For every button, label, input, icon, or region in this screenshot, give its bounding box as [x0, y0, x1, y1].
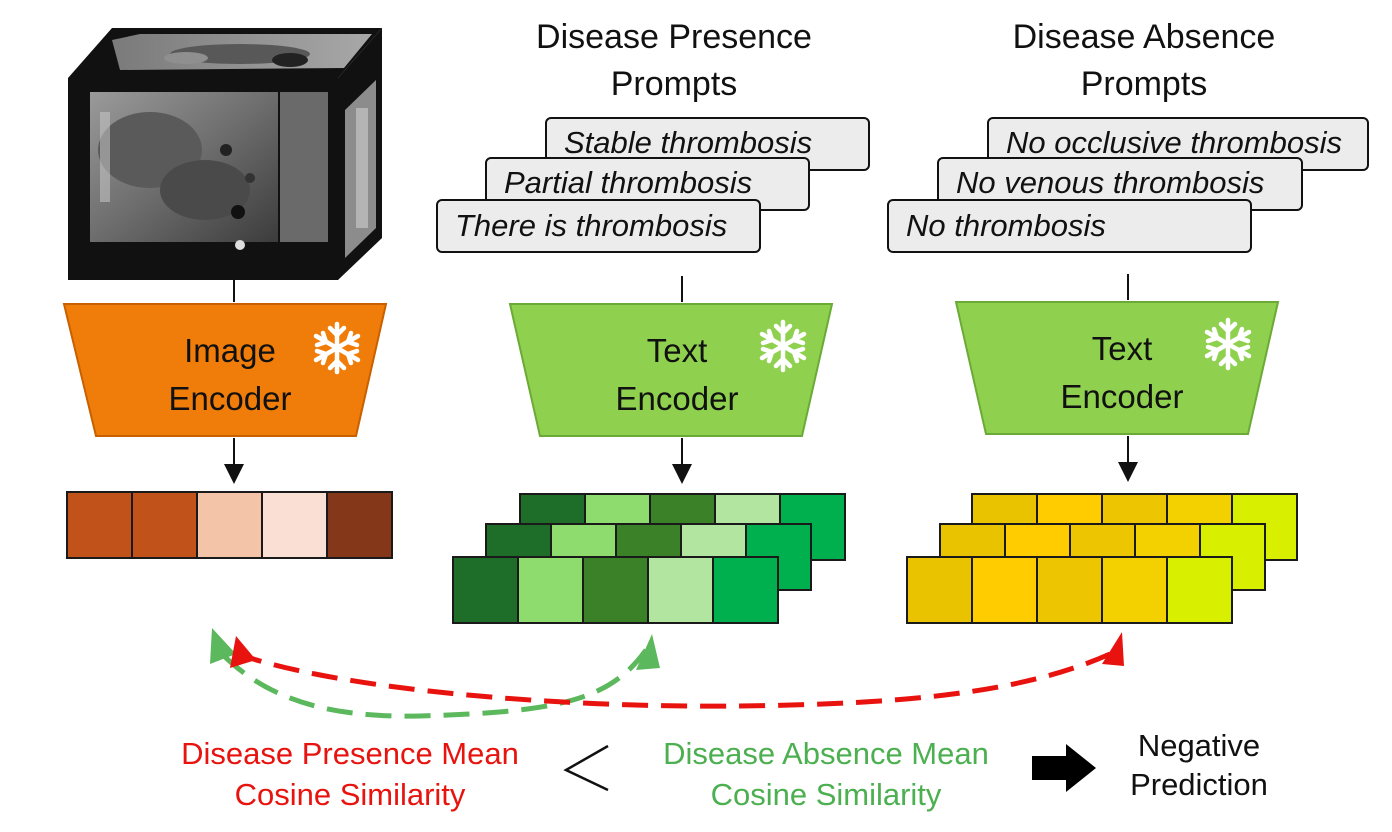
text-encoder-presence-label-line1: Text	[647, 332, 708, 369]
prompt-text: No occlusive thrombosis	[1006, 125, 1342, 160]
prompt-text: There is thrombosis	[455, 208, 727, 243]
image-encoder: Image Encoder	[62, 303, 388, 437]
presence-prompt-stack: Stable thrombosis Partial thrombosis The…	[436, 117, 870, 253]
snowflake-icon	[1204, 317, 1252, 371]
absence-embeddings-stack	[906, 493, 1298, 624]
presence-title-line2: Prompts	[610, 65, 738, 103]
embedding-cell	[196, 491, 263, 559]
absence-similarity-label: Disease Absence Mean Cosine Similarity	[626, 733, 1026, 815]
embedding-cell	[712, 556, 779, 624]
less-than-sign	[563, 744, 609, 792]
embedding-cell	[131, 491, 198, 559]
text-encoder-absence-shape	[954, 301, 1280, 435]
ct-volume-image	[68, 28, 382, 280]
prompt-card: Partial thrombosis	[485, 157, 810, 211]
red-arrowhead-image	[230, 636, 256, 668]
presence-title-line1: Disease Presence	[536, 18, 812, 56]
absence-similarity-arc	[230, 632, 1124, 709]
text-encoder-absence-label-line1: Text	[1092, 330, 1153, 367]
absence-title-line1: Disease Absence	[1012, 18, 1276, 56]
embedding-row	[452, 556, 779, 624]
embedding-cell	[66, 491, 133, 559]
snowflake-icon	[759, 319, 807, 373]
negative-prediction-label: Negative Prediction	[1104, 726, 1294, 804]
result-arrow-icon	[1032, 744, 1096, 792]
embedding-cell	[971, 556, 1038, 624]
green-arrowhead-text	[636, 634, 660, 670]
prompt-text: No venous thrombosis	[956, 165, 1264, 200]
prompt-card: No venous thrombosis	[937, 157, 1303, 211]
text-encoder-presence-label-line2: Encoder	[616, 380, 739, 417]
presence-similarity-arc	[210, 628, 660, 719]
presence-similarity-line1: Disease Presence Mean	[181, 736, 519, 771]
prompt-card: No thrombosis	[887, 199, 1252, 253]
absence-prompt-stack: No occlusive thrombosis No venous thromb…	[887, 117, 1369, 253]
presence-prompts-title: Disease Presence Prompts	[494, 14, 854, 108]
red-arrowhead-text	[1102, 632, 1124, 666]
text-encoder-absence: Text Encoder	[954, 301, 1280, 435]
snowflake-icon	[313, 321, 361, 375]
embedding-row	[66, 491, 393, 559]
result-line1: Negative	[1137, 728, 1261, 763]
absence-similarity-line1: Disease Absence Mean	[663, 736, 989, 771]
embedding-cell	[582, 556, 649, 624]
text-encoder-absence-label-line2: Encoder	[1061, 378, 1184, 415]
embedding-cell	[647, 556, 714, 624]
absence-similarity-line2: Cosine Similarity	[710, 777, 942, 812]
red-dashed-arc	[237, 651, 1112, 709]
prompt-text: Partial thrombosis	[504, 165, 752, 200]
text-encoder-presence-shape	[508, 303, 834, 437]
absence-prompts-title: Disease Absence Prompts	[964, 14, 1324, 108]
prompt-text: Stable thrombosis	[564, 125, 812, 160]
embedding-cell	[906, 556, 973, 624]
embedding-cell	[517, 556, 584, 624]
embedding-cell	[452, 556, 519, 624]
presence-similarity-label: Disease Presence Mean Cosine Similarity	[150, 733, 550, 815]
embedding-cell	[1166, 556, 1233, 624]
prompt-card: There is thrombosis	[436, 199, 761, 253]
result-line2: Prediction	[1130, 767, 1268, 802]
absence-title-line2: Prompts	[1080, 65, 1208, 103]
green-dashed-arc	[220, 648, 649, 719]
embedding-cell	[326, 491, 393, 559]
embedding-cell	[261, 491, 328, 559]
image-encoder-label-line2: Encoder	[169, 380, 292, 417]
text-encoder-presence: Text Encoder	[508, 303, 834, 437]
image-encoder-label-line1: Image	[184, 332, 276, 369]
embedding-cell	[1101, 556, 1168, 624]
green-arrowhead-image	[210, 628, 236, 664]
image-encoder-shape	[62, 303, 388, 437]
image-embedding	[66, 491, 393, 559]
presence-similarity-line2: Cosine Similarity	[234, 777, 466, 812]
presence-embeddings-stack	[452, 493, 846, 624]
prompt-text: No thrombosis	[906, 208, 1106, 243]
embedding-cell	[1036, 556, 1103, 624]
embedding-row	[906, 556, 1233, 624]
